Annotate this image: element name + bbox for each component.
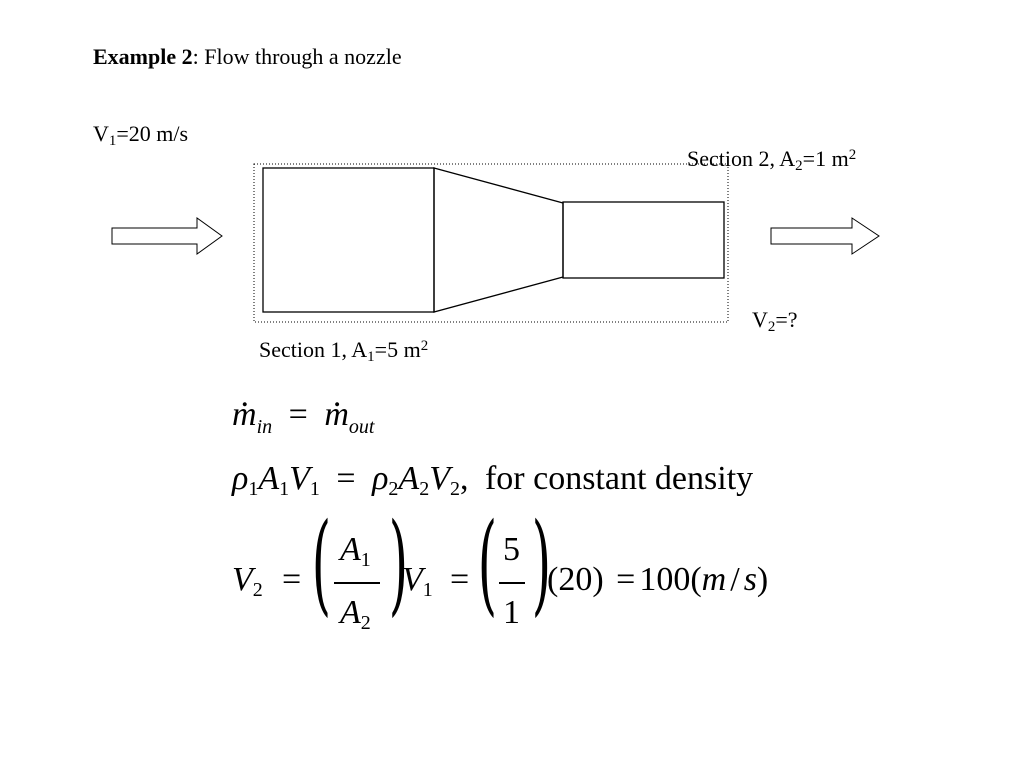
- constant-density-note: for constant density: [484, 460, 754, 497]
- section2-label: Section 2, A2=1 m2: [687, 146, 857, 175]
- outflow-arrow-icon: [770, 217, 880, 255]
- outlet-velocity-label: V2=?: [752, 307, 798, 336]
- title-rest: : Flow through a nozzle: [192, 44, 402, 69]
- equation-continuity: ρ1A1V1 = ρ2A2V2, for constant density: [232, 460, 754, 500]
- inlet-velocity-label: V1=20 m/s: [93, 121, 189, 150]
- outlet-section: [562, 201, 725, 279]
- equation-mass-balance: min = mout: [232, 379, 374, 437]
- inlet-section: [262, 167, 435, 313]
- control-volume-boundary: [253, 163, 729, 323]
- title-bold: Example 2: [93, 44, 193, 69]
- section1-label: Section 1, A1=5 m2: [259, 337, 429, 366]
- nozzle-diagram: [111, 163, 880, 323]
- inflow-arrow-icon: [111, 217, 223, 255]
- page-title: Example 2: Flow through a nozzle: [93, 46, 402, 68]
- fraction-bar: [334, 582, 380, 584]
- fraction-bar: [499, 582, 525, 584]
- converging-section: [433, 167, 564, 313]
